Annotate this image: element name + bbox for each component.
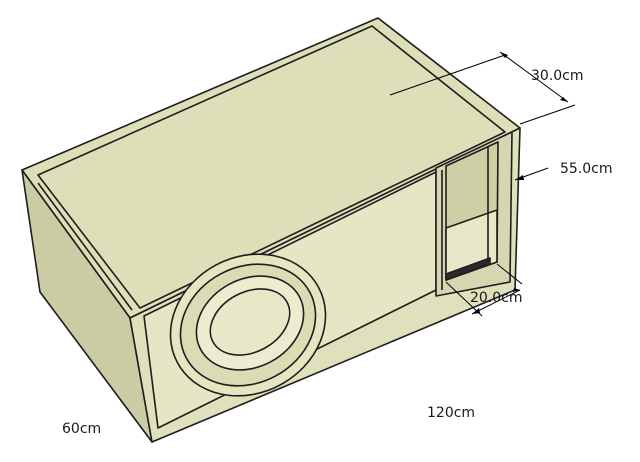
dim-top-extension-b [519, 104, 576, 125]
top-opening [37, 25, 506, 309]
dim-port-line [471, 289, 521, 315]
dim-port-arrow-a [472, 308, 480, 314]
dim-port-arrow-b [513, 288, 520, 292]
dim-port-extension-b [445, 281, 483, 317]
depth-label: 60cm [62, 421, 102, 437]
length-label: 120cm [427, 405, 476, 421]
dim-top-arrow-a [500, 52, 508, 58]
port-width-label: 20.0cm [470, 290, 523, 306]
dim-top-line [499, 51, 569, 103]
subwoofer-dustcap [209, 288, 291, 356]
top-port-width-label: 30.0cm [531, 68, 584, 84]
dim-port-extension-a [496, 263, 523, 285]
dim-height-arrow [515, 175, 524, 180]
height-label: 55.0cm [560, 161, 613, 177]
dim-top-extension-a [389, 54, 506, 96]
dim-top-arrow-b [560, 97, 568, 102]
port-slot [445, 257, 491, 281]
left-end-inner-edge [37, 182, 133, 311]
